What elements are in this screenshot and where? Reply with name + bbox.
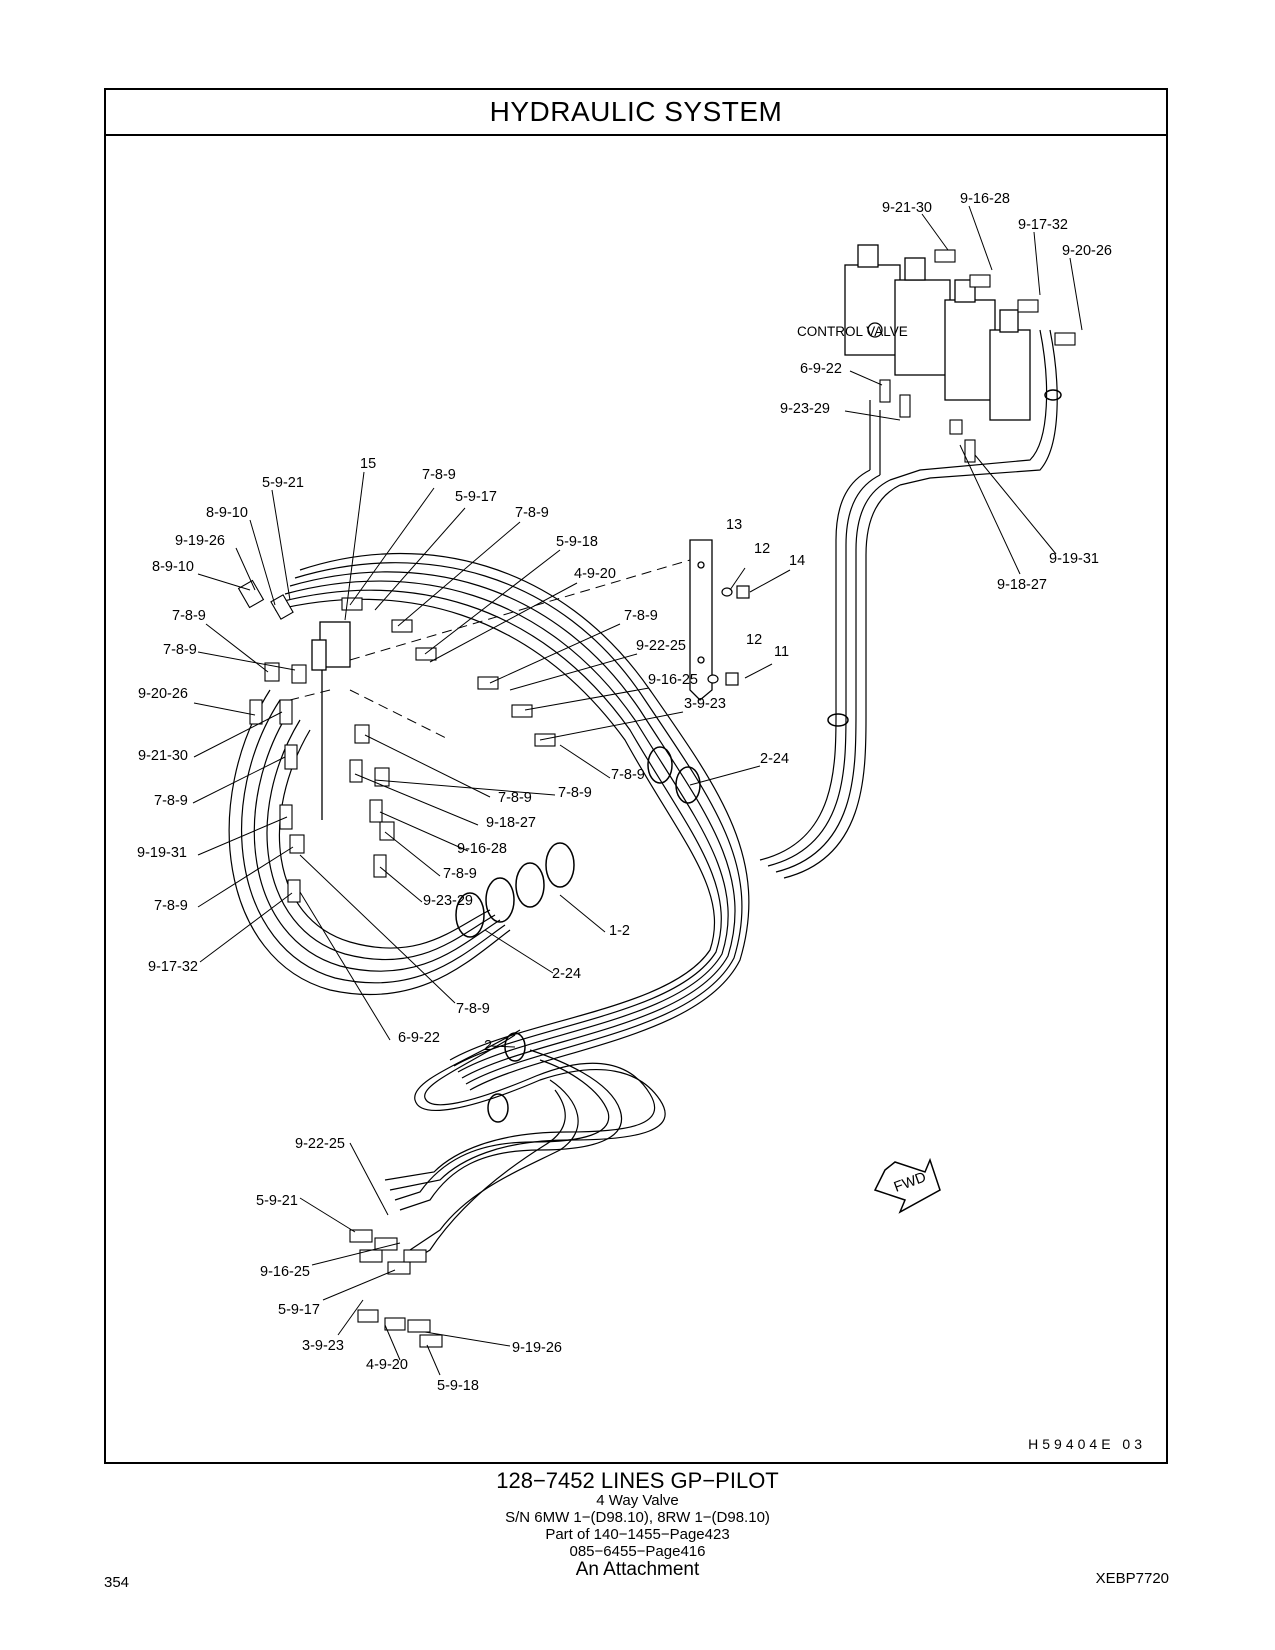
callout: 9-18-27 — [997, 577, 1047, 593]
page-title: HYDRAULIC SYSTEM — [489, 96, 783, 127]
callout: 7-8-9 — [456, 1001, 490, 1017]
callout: 9-17-32 — [1018, 217, 1068, 233]
callout: 9-20-26 — [1062, 243, 1112, 259]
callout: 7-8-9 — [172, 608, 206, 624]
callout: 7-8-9 — [498, 790, 532, 806]
callout: 9-22-25 — [295, 1136, 345, 1152]
callout: 5-9-18 — [556, 534, 598, 550]
callout: 5-9-21 — [262, 475, 304, 491]
callout: 4-9-20 — [366, 1357, 408, 1373]
callout: 9-16-28 — [960, 191, 1010, 207]
callout: 7-8-9 — [163, 642, 197, 658]
drawing-frame: HYDRAULIC SYSTEM H59404E 03 — [104, 88, 1168, 1464]
callout: 9-16-25 — [648, 672, 698, 688]
callout: 8-9-10 — [152, 559, 194, 575]
control-valve-label: CONTROL VALVE — [797, 324, 908, 339]
callout: 5-9-17 — [455, 489, 497, 505]
callout: 9-23-29 — [423, 893, 473, 909]
drawing-id: H59404E 03 — [1028, 1436, 1146, 1452]
callout: 6-9-22 — [800, 361, 842, 377]
callout: 9-22-25 — [636, 638, 686, 654]
callout: 12 — [754, 541, 770, 557]
caption-ref: 085−6455−Page416 — [569, 1543, 706, 1560]
callout: 9-19-26 — [512, 1340, 562, 1356]
leader-lines — [192, 205, 1083, 1376]
callout: 7-8-9 — [624, 608, 658, 624]
bolts-and-washers — [707, 585, 750, 686]
pilot-manifold — [311, 621, 351, 820]
figure-caption: 128−7452 LINES GP−PILOT 4 Way Valve S/N … — [0, 1468, 1275, 1580]
callout: 9-19-31 — [137, 845, 187, 861]
callout: 5-9-18 — [437, 1378, 479, 1394]
callout: 1-2 — [609, 923, 630, 939]
callout: 7-8-9 — [422, 467, 456, 483]
callout: 7-8-9 — [515, 505, 549, 521]
header-bar: HYDRAULIC SYSTEM — [106, 90, 1166, 136]
callout: 9-20-26 — [138, 686, 188, 702]
callout-labels: 9-21-30 9-16-28 9-17-32 9-20-26 6-9-22 9… — [137, 191, 1112, 1394]
callout: 12 — [746, 632, 762, 648]
callout: 9-21-30 — [882, 200, 932, 216]
callout: 4-9-20 — [574, 566, 616, 582]
callout: 2 — [484, 1038, 492, 1054]
hose-clamps — [455, 389, 1062, 1123]
fittings — [237, 249, 1076, 1348]
callout: 15 — [360, 456, 376, 472]
callout: 9-18-27 — [486, 815, 536, 831]
callout: 9-16-25 — [260, 1264, 310, 1280]
caption-serial: S/N 6MW 1−(D98.10), 8RW 1−(D98.10) — [505, 1509, 770, 1526]
callout: 9-16-28 — [457, 841, 507, 857]
callout: 11 — [774, 644, 789, 660]
caption-attachment: An Attachment — [575, 1559, 700, 1580]
callout: 9-21-30 — [138, 748, 188, 764]
callout: 7-8-9 — [154, 793, 188, 809]
callout: 2-24 — [552, 966, 581, 982]
callout: 6-9-22 — [398, 1030, 440, 1046]
caption-part-of: Part of 140−1455−Page423 — [545, 1526, 730, 1543]
control-valve — [844, 244, 1031, 421]
phantom-lines — [289, 559, 691, 741]
caption-subtitle: 4 Way Valve — [596, 1492, 679, 1509]
callout: 5-9-17 — [278, 1302, 320, 1318]
callout: 7-8-9 — [154, 898, 188, 914]
callout: 5-9-21 — [256, 1193, 298, 1209]
callout: 2-24 — [760, 751, 789, 767]
callout: 3-9-23 — [302, 1338, 344, 1354]
hose-bundle — [228, 329, 1058, 1266]
callout: 7-8-9 — [611, 767, 645, 783]
callout: 14 — [789, 553, 805, 569]
callout: 7-8-9 — [558, 785, 592, 801]
callout: 9-17-32 — [148, 959, 198, 975]
callout: 8-9-10 — [206, 505, 248, 521]
callout: 13 — [726, 517, 742, 533]
mounting-bracket — [689, 539, 713, 701]
hydraulic-diagram: FWD — [137, 191, 1112, 1394]
page-number: 354 — [104, 1574, 130, 1591]
document-code: XEBP7720 — [1095, 1570, 1169, 1587]
callout: 3-9-23 — [684, 696, 726, 712]
caption-title: 128−7452 LINES GP−PILOT — [496, 1468, 779, 1493]
callout: 7-8-9 — [443, 866, 477, 882]
callout: 9-19-31 — [1049, 551, 1099, 567]
fwd-arrow: FWD — [873, 1157, 941, 1214]
callout: 9-19-26 — [175, 533, 225, 549]
callout: 9-23-29 — [780, 401, 830, 417]
